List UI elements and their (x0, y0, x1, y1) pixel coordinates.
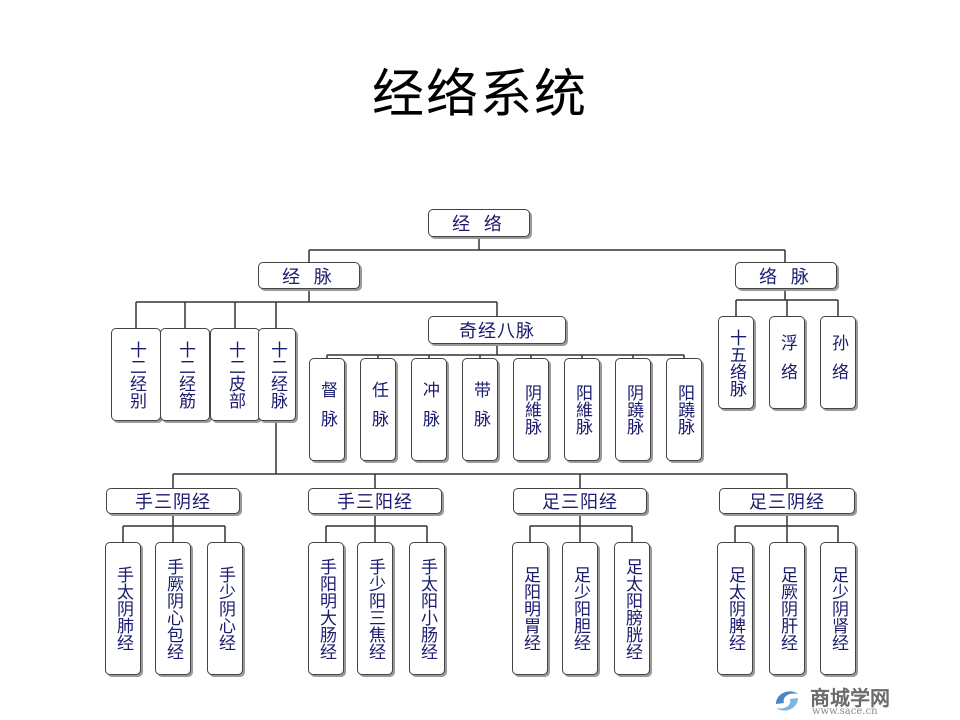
node-shou-jueyin-xinbao: 手厥阴心包经 (155, 542, 191, 675)
node-label: 十二经脉 (267, 340, 287, 409)
node-qijingbamai-label: 奇经八脉 (459, 321, 535, 342)
node-shou-shaoyin-xin: 手少阴心经 (207, 542, 243, 675)
node-label: 手阳明大肠经 (316, 557, 336, 660)
node-label: 足三阴经 (749, 492, 825, 513)
node-zu-jueyin-gan: 足厥阴肝经 (769, 542, 805, 675)
node-shier-jingmai: 十二经脉 (258, 328, 296, 421)
node-group-shou-sanyang: 手三阳经 (308, 488, 442, 514)
node-label: 足厥阴肝经 (777, 566, 797, 651)
node-shou-shaoyang-sanjiao: 手少阳三焦经 (357, 542, 393, 675)
node-label: 手太阴肺经 (113, 566, 133, 651)
node-zu-shaoyin-shen: 足少阴肾经 (820, 542, 856, 675)
node-label: 带脉 (470, 380, 490, 439)
node-label: 足太阳膀胱经 (622, 557, 642, 660)
logo-swirl-icon (776, 691, 798, 711)
node-label: 手太阳小肠经 (417, 557, 437, 660)
node-ren-mai: 任脉 (360, 358, 396, 461)
node-zu-yangming-wei: 足阳明胃经 (512, 542, 548, 675)
node-label: 督脉 (317, 380, 337, 439)
node-group-zu-sanyin: 足三阴经 (719, 488, 855, 514)
node-label: 十二皮部 (225, 340, 245, 409)
node-label: 手少阴心经 (215, 566, 235, 651)
node-jingmai: 经 脉 (258, 262, 360, 289)
node-dai-mai: 带脉 (462, 358, 498, 461)
node-label: 冲脉 (419, 380, 439, 439)
node-group-zu-sanyang: 足三阳经 (513, 488, 647, 514)
node-qijingbamai: 奇经八脉 (428, 316, 566, 344)
node-label: 足少阳胆经 (570, 566, 590, 651)
node-luomai: 络 脉 (735, 262, 837, 289)
node-label: 阳維脉 (572, 384, 592, 435)
node-du-mai: 督脉 (309, 358, 345, 461)
node-root-label: 经 络 (452, 214, 506, 235)
node-fu-luo: 浮络 (769, 316, 805, 409)
node-yinqiao-mai: 阴蹺脉 (615, 358, 651, 461)
node-shier-jingjin: 十二经筋 (160, 328, 210, 421)
node-zu-taiyang-pangguang: 足太阳膀胱经 (614, 542, 650, 675)
node-label: 十二经筋 (175, 340, 195, 409)
node-label: 十五络脉 (726, 328, 746, 397)
node-label: 手少阳三焦经 (365, 557, 385, 660)
node-label: 浮络 (777, 333, 797, 392)
node-label: 阳蹺脉 (674, 384, 694, 435)
node-label: 孙络 (828, 333, 848, 392)
node-label: 足太阴脾经 (725, 566, 745, 651)
node-zu-taiyin-pi: 足太阴脾经 (717, 542, 753, 675)
node-zu-shaoyang-dan: 足少阳胆经 (562, 542, 598, 675)
watermark-logo: 商城学网 www.sace.cn (770, 680, 940, 718)
node-yangwei-mai: 阳維脉 (564, 358, 600, 461)
node-shiwu-luomai: 十五络脉 (718, 316, 754, 409)
node-label: 手厥阴心包经 (163, 557, 183, 660)
node-yinwei-mai: 阴維脉 (513, 358, 549, 461)
node-jingmai-label: 经 脉 (282, 266, 336, 288)
node-label: 十二经别 (126, 340, 146, 409)
node-label: 足三阳经 (542, 492, 618, 513)
node-label: 阴維脉 (521, 384, 541, 435)
node-sun-luo: 孙络 (820, 316, 856, 409)
watermark-name: 商城学网 (810, 686, 890, 710)
node-label: 足阳明胃经 (520, 566, 540, 651)
node-root: 经 络 (428, 209, 530, 237)
node-label: 足少阴肾经 (828, 566, 848, 651)
node-shou-taiyin-fei: 手太阴肺经 (105, 542, 141, 675)
node-label: 任脉 (368, 380, 388, 439)
node-shou-taiyang-xiaochang: 手太阳小肠经 (409, 542, 445, 675)
node-label: 阴蹺脉 (623, 384, 643, 435)
watermark-url: www.sace.cn (812, 706, 878, 717)
node-shier-jingbie: 十二经别 (111, 328, 161, 421)
node-luomai-label: 络 脉 (759, 266, 813, 288)
node-label: 手三阴经 (135, 492, 211, 513)
node-shou-yangming-dachang: 手阳明大肠经 (308, 542, 344, 675)
node-group-shou-sanyin: 手三阴经 (106, 488, 240, 514)
node-chong-mai: 冲脉 (411, 358, 447, 461)
page-title: 经络系统 (371, 65, 588, 125)
node-yangqiao-mai: 阳蹺脉 (666, 358, 702, 461)
node-shier-pibu: 十二皮部 (210, 328, 260, 421)
node-label: 手三阳经 (337, 492, 413, 513)
